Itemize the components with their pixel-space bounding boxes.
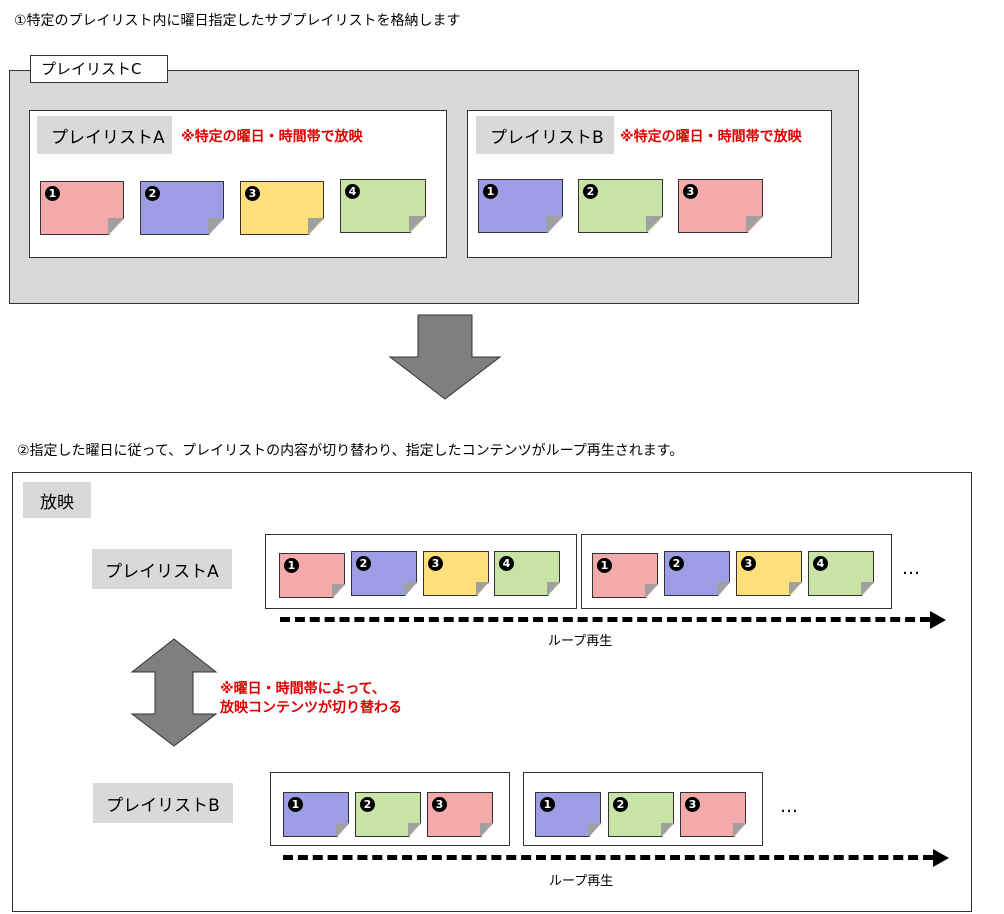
- number-badge: 1: [288, 797, 303, 812]
- playlist-a-item-3: 3: [240, 181, 324, 235]
- switch-note-line-1: ※曜日・時間帯によって、: [220, 681, 386, 697]
- playlist-b-schedule-note: ※特定の曜日・時間帯で放映: [620, 129, 802, 145]
- row-a-g1-item-2: 2: [351, 551, 417, 596]
- row-a-loop-caption: ループ再生: [548, 634, 613, 649]
- row-a-g1-item-3: 3: [423, 551, 489, 596]
- down-arrow-icon: [388, 314, 502, 400]
- row-b-g1-item-2: 2: [355, 792, 421, 837]
- row-a-g2-item-4: 4: [808, 551, 874, 596]
- number-badge: 2: [360, 797, 375, 812]
- switch-note-line-2: 放映コンテンツが切り替わる: [220, 700, 402, 716]
- number-badge: 4: [499, 556, 514, 571]
- number-badge: 2: [669, 556, 684, 571]
- playlist-a-title: プレイリストA: [37, 116, 172, 154]
- step2-text: ②指定した曜日に従って、プレイリストの内容が切り替わり、指定したコンテンツがルー…: [17, 443, 684, 459]
- row-b-loop-caption: ループ再生: [549, 874, 614, 889]
- number-badge: 1: [45, 186, 60, 201]
- double-arrow-icon: [130, 638, 218, 747]
- number-badge: 4: [813, 556, 828, 571]
- playlist-b-item-2: 2: [578, 179, 663, 233]
- row-b-g2-item-3: 3: [680, 792, 746, 837]
- row-a-arrow-head-icon: [930, 611, 946, 629]
- row-a-loop-line: [280, 617, 930, 622]
- row-a-g1-item-1: 1: [279, 553, 345, 598]
- playlist-b-item-1: 1: [478, 179, 563, 233]
- number-badge: 4: [345, 184, 360, 199]
- number-badge: 3: [428, 556, 443, 571]
- number-badge: 1: [597, 558, 612, 573]
- row-a-g2-item-1: 1: [592, 553, 658, 598]
- number-badge: 2: [583, 184, 598, 199]
- row-b-g2-item-1: 1: [535, 792, 601, 837]
- number-badge: 3: [741, 556, 756, 571]
- number-badge: 1: [483, 184, 498, 199]
- row-b-ellipsis: …: [780, 796, 800, 817]
- playlist-a-item-2: 2: [140, 181, 224, 235]
- row-a-ellipsis: …: [902, 558, 922, 579]
- number-badge: 2: [145, 186, 160, 201]
- row-a-g2-item-3: 3: [736, 551, 802, 596]
- row-a-g2-item-2: 2: [664, 551, 730, 596]
- playlist-c-tab: プレイリストC: [30, 55, 168, 83]
- row-b-arrow-head-icon: [933, 849, 949, 867]
- row-b-g2-item-2: 2: [608, 792, 674, 837]
- row-a-g1-item-4: 4: [494, 551, 560, 596]
- number-badge: 2: [356, 556, 371, 571]
- playlist-b-title: プレイリストB: [476, 116, 614, 154]
- show-label: 放映: [23, 482, 91, 518]
- number-badge: 3: [685, 797, 700, 812]
- number-badge: 3: [432, 797, 447, 812]
- step1-text: ①特定のプレイリスト内に曜日指定したサブプレイリストを格納します: [14, 13, 461, 29]
- row-a-playlist-label: プレイリストA: [92, 549, 232, 589]
- playlist-b-item-3: 3: [678, 179, 763, 233]
- number-badge: 1: [540, 797, 555, 812]
- playlist-a-item-1: 1: [40, 181, 124, 235]
- number-badge: 2: [613, 797, 628, 812]
- number-badge: 3: [683, 184, 698, 199]
- playlist-a-schedule-note: ※特定の曜日・時間帯で放映: [181, 129, 363, 145]
- playlist-a-item-4: 4: [340, 179, 426, 233]
- row-b-g1-item-3: 3: [427, 792, 493, 837]
- number-badge: 1: [284, 558, 299, 573]
- row-b-g1-item-1: 1: [283, 792, 349, 837]
- show-area: [12, 472, 972, 912]
- row-b-loop-line: [283, 855, 933, 860]
- number-badge: 3: [245, 186, 260, 201]
- row-b-playlist-label: プレイリストB: [93, 783, 233, 823]
